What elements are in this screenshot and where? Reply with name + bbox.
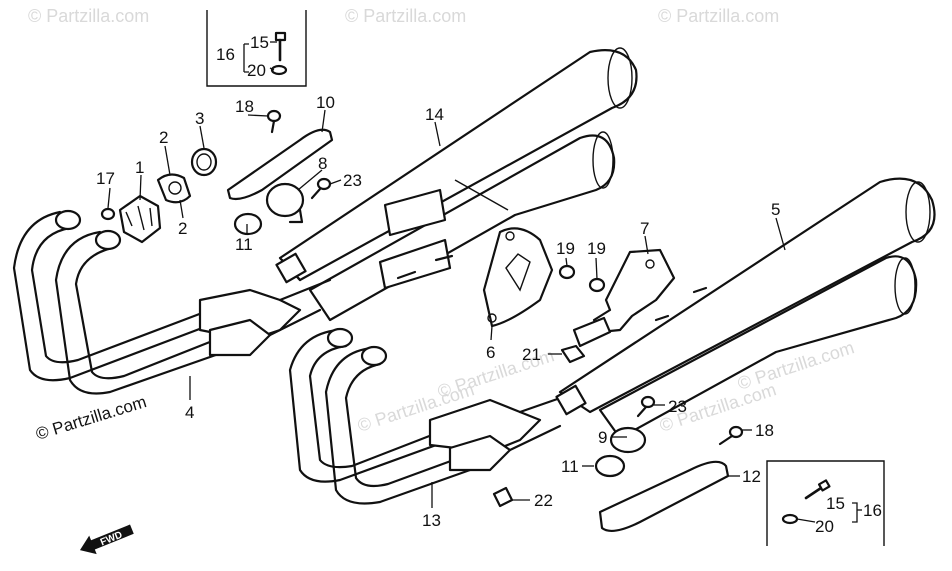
callout-3: 3	[195, 109, 204, 128]
pipe-joint-right	[555, 384, 587, 416]
leader-lines	[107, 109, 786, 508]
bolt-18-right	[718, 425, 744, 446]
callout-7: 7	[640, 219, 649, 238]
pipe-joint-left	[275, 252, 307, 284]
forward-arrow-icon	[79, 524, 134, 555]
callout-15-bottom: 15	[826, 494, 845, 513]
heat-protector-12	[598, 460, 730, 533]
washer-20-bottom	[781, 513, 799, 525]
flange-2	[156, 173, 192, 204]
callout-16-top: 16	[216, 45, 235, 64]
callout-18-right: 18	[755, 421, 774, 440]
callout-22: 22	[534, 491, 553, 510]
callout-8: 8	[318, 154, 327, 173]
collar-11-right	[594, 454, 626, 478]
muffler-brackets-left	[378, 188, 454, 290]
muffler-brackets-right	[654, 286, 708, 322]
callout-14: 14	[425, 105, 444, 124]
callout-2-top: 2	[159, 128, 168, 147]
nut-21	[560, 344, 586, 364]
callout-2-bottom: 2	[178, 219, 187, 238]
nut-19-right	[588, 277, 606, 293]
callout-19-right: 19	[587, 239, 606, 258]
callout-23-bottom: 23	[668, 397, 687, 416]
callout-19-left: 19	[556, 239, 575, 258]
band-8	[265, 182, 305, 224]
callout-20-bottom: 20	[815, 517, 834, 536]
fwd-label: FWD	[99, 530, 124, 549]
exhaust-pipe-13	[288, 327, 568, 505]
bolt-23-left	[310, 177, 332, 200]
gasket-1	[118, 194, 162, 244]
watermark-top-left: © Partzilla.com	[28, 6, 149, 26]
callout-20-top: 20	[247, 61, 266, 80]
callout-18-top: 18	[235, 97, 254, 116]
bolt-15-bottom	[804, 479, 831, 500]
inset-box-bottom: 15 20 16	[766, 460, 885, 546]
callout-5: 5	[771, 200, 780, 219]
bolt-15-top	[274, 31, 287, 62]
nut-17	[100, 207, 116, 221]
muffler-5	[558, 177, 936, 414]
callout-23-top: 23	[343, 171, 362, 190]
callout-11-right: 11	[561, 457, 579, 476]
fwd-marker: FWD	[79, 524, 134, 555]
partzilla-credit: © Partzilla.com	[34, 392, 149, 444]
washer-20-top	[270, 64, 288, 76]
callout-17: 17	[96, 169, 115, 188]
callout-10: 10	[316, 93, 335, 112]
bracket-6	[482, 227, 554, 328]
nut-22	[492, 486, 514, 508]
watermark-top-right: © Partzilla.com	[658, 6, 779, 26]
bracket-7	[572, 248, 676, 348]
callout-21: 21	[522, 345, 541, 364]
callout-1: 1	[135, 158, 144, 177]
collar-11-left	[233, 212, 263, 236]
callout-11-left: 11	[235, 235, 253, 254]
exhaust-pipe-4	[12, 209, 332, 395]
heat-protector-10	[226, 128, 334, 201]
bolt-18-top	[266, 109, 282, 123]
inset-box-top: 16 15 20	[206, 10, 307, 87]
callouts: 1 2 2 3 17 18 10 8 23 11 14 4 6 7 19 19 …	[96, 93, 780, 530]
muffler-lower-right	[598, 255, 918, 440]
gasket-3	[190, 147, 218, 177]
callout-12: 12	[742, 467, 761, 486]
band-9	[609, 426, 647, 454]
callout-16-bottom: 16	[863, 501, 882, 520]
callout-15-top: 15	[250, 33, 269, 52]
callout-13: 13	[422, 511, 441, 530]
bolt-23-right	[636, 395, 656, 418]
watermark-top-center: © Partzilla.com	[345, 6, 466, 26]
callout-6: 6	[486, 343, 495, 362]
callout-9: 9	[598, 428, 607, 447]
callout-4: 4	[185, 403, 194, 422]
nut-19-left	[558, 264, 576, 280]
